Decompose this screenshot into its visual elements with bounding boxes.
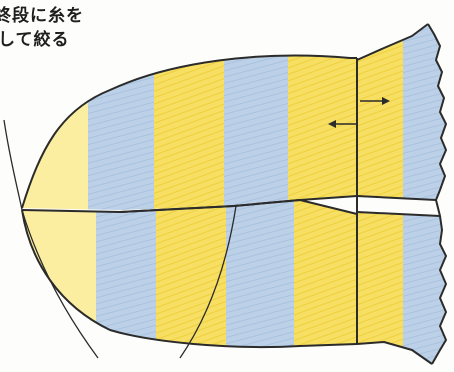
lower-body-stripes [0,200,360,360]
instruction-note: 終段に糸を して絞る [0,4,84,52]
instruction-line-2: して絞る [0,28,84,52]
instruction-line-1: 終段に糸を [0,4,84,28]
